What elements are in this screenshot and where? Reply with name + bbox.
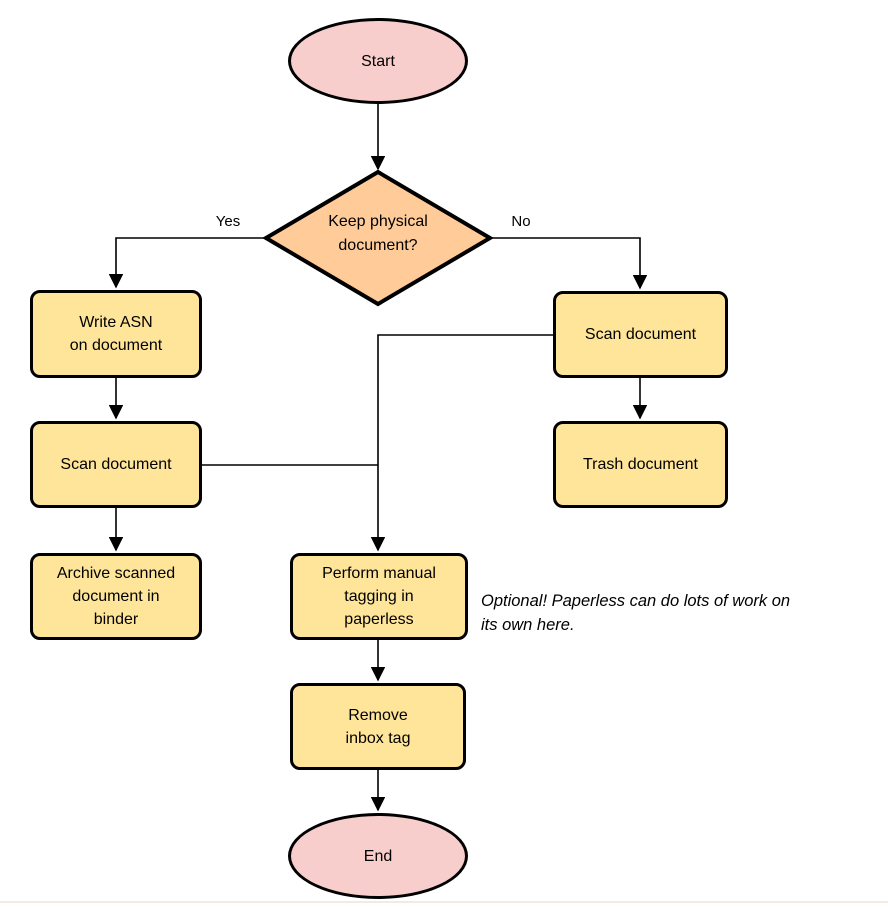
node-remove-inbox-tag-label: Remove inbox tag	[345, 706, 411, 747]
node-scan-document-left-label: Scan document	[60, 456, 172, 473]
node-write-asn-label: Write ASN on document	[69, 314, 163, 354]
edge-scan-right-to-tagging	[370, 334, 553, 552]
node-trash-document-label: Trash document	[582, 456, 698, 473]
node-remove-inbox-tag: Remove inbox tag	[290, 683, 466, 770]
node-decision-label: Keep physical document?	[328, 213, 428, 254]
node-trash-document: Trash document	[553, 421, 728, 508]
edge-label-yes: Yes	[215, 213, 241, 230]
edge-decision-yes-to-write-asn	[108, 237, 266, 289]
page-bottom-edge	[0, 901, 888, 903]
node-write-asn: Write ASN on document	[30, 290, 202, 378]
node-scan-document-right-label: Scan document	[584, 326, 697, 343]
node-start-label: Start	[361, 52, 395, 70]
node-start: Start	[288, 18, 468, 104]
node-end: End	[288, 813, 468, 899]
node-scan-document-right: Scan document	[553, 291, 728, 378]
node-end-label: End	[363, 847, 393, 865]
node-scan-document-left: Scan document	[30, 421, 202, 508]
edge-label-no: No	[511, 213, 531, 230]
node-decision	[262, 169, 494, 307]
annotation-optional-note: Optional! Paperless can do lots of work …	[481, 592, 791, 634]
edge-decision-no-to-scan-right	[490, 237, 648, 290]
node-archive-binder-label: Archive scanned document in binder	[56, 565, 176, 628]
node-manual-tagging: Perform manual tagging in paperless	[290, 553, 468, 640]
node-archive-binder: Archive scanned document in binder	[30, 553, 202, 640]
decision-diamond-shape	[262, 169, 494, 307]
node-manual-tagging-label: Perform manual tagging in paperless	[322, 565, 436, 628]
